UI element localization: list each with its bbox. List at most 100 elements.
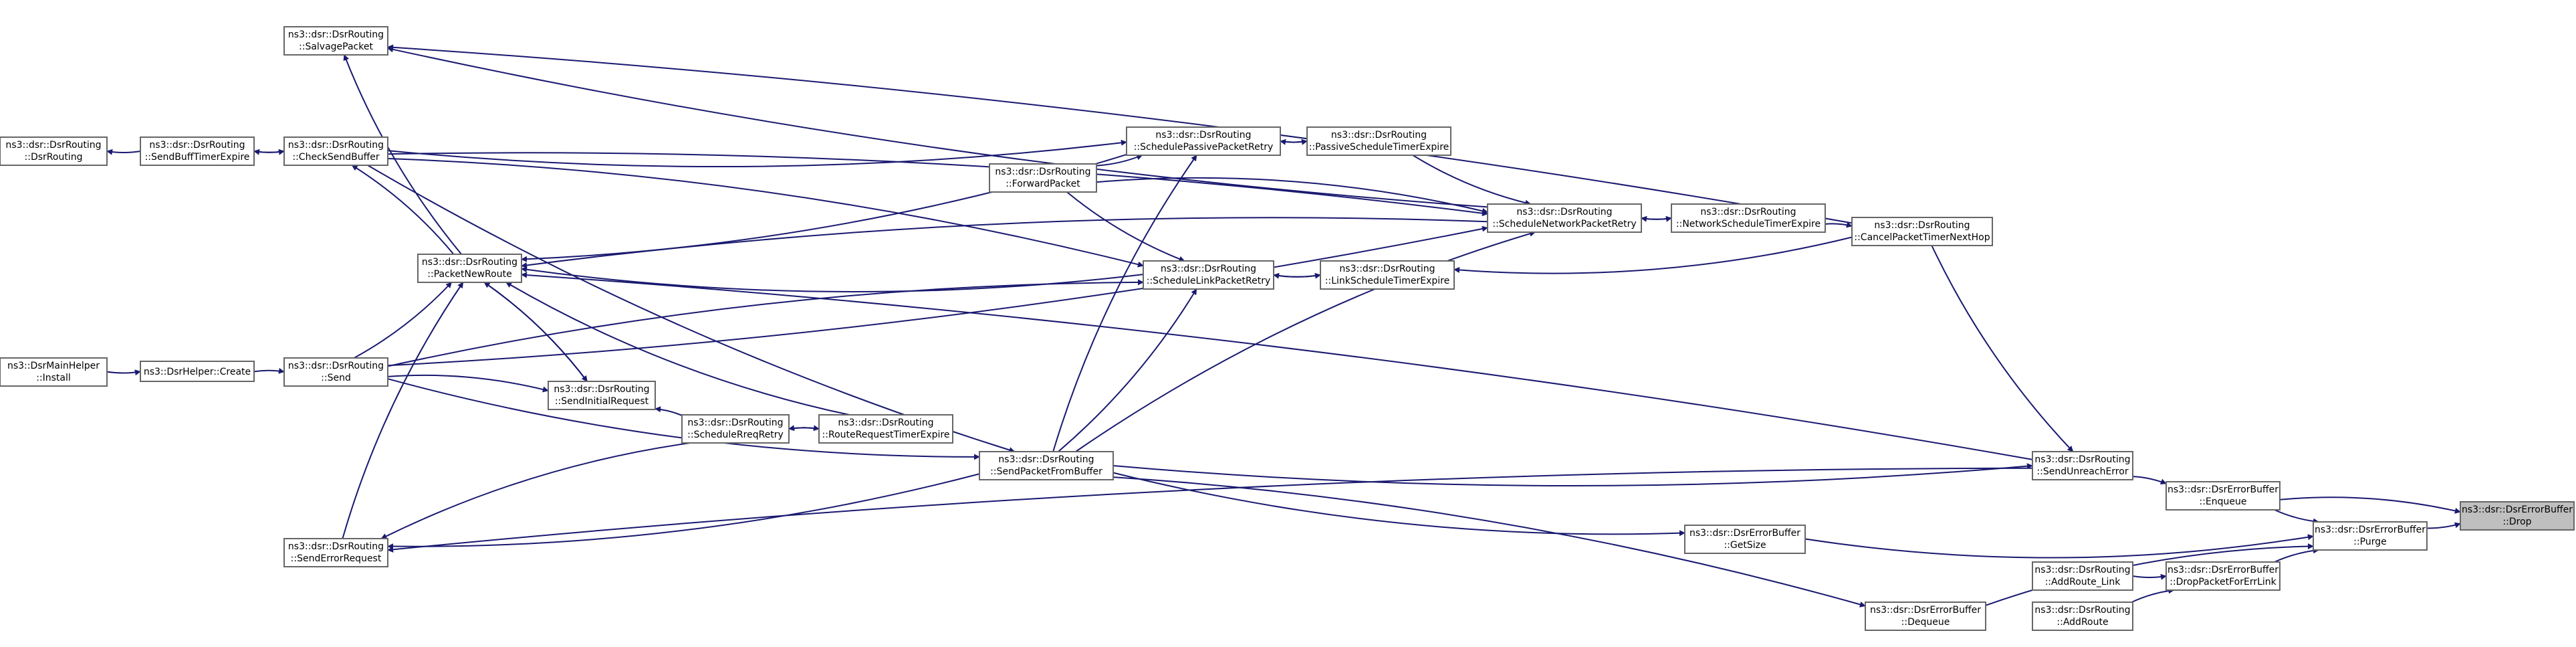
node-box[interactable]: [140, 361, 255, 382]
node-mainhelper[interactable]: ns3::DsrMainHelper::Install: [0, 357, 108, 387]
node-box[interactable]: [283, 357, 388, 387]
node-schedpassive[interactable]: ns3::dsr::DsrRouting::SchedulePassivePac…: [1126, 126, 1281, 156]
node-label: ::GetSize: [1724, 540, 1766, 551]
node-box[interactable]: [2460, 501, 2575, 531]
call-edge-forward-to-schedlink: [1066, 191, 1185, 262]
call-edge-passiveexpire-to-schednet: [1412, 155, 1532, 206]
call-edge-addroute-to-dropforerr: [2131, 587, 2175, 603]
node-pktnewroute[interactable]: ns3::dsr::DsrRouting::PacketNewRoute: [417, 254, 522, 283]
node-label: ::SendUnreachError: [2036, 466, 2128, 477]
node-label: ::CancelPacketTimerNextHop: [1854, 232, 1990, 243]
node-sendbufexpire[interactable]: ns3::dsr::DsrRouting::SendBuffTimerExpir…: [140, 136, 255, 166]
node-rreqexpire[interactable]: ns3::dsr::DsrRouting::RouteRequestTimerE…: [818, 414, 953, 444]
node-box[interactable]: [2032, 602, 2133, 631]
node-label: ns3::dsr::DsrRouting: [1155, 130, 1251, 141]
node-label: ns3::dsr::DsrErrorBuffer: [2168, 484, 2278, 495]
call-edge-pktnewroute-to-sendinitreq: [483, 282, 588, 382]
node-box[interactable]: [1320, 260, 1455, 290]
node-dropforerr[interactable]: ns3::dsr::DsrErrorBuffer::DropPacketForE…: [2165, 561, 2280, 591]
node-box[interactable]: [1851, 217, 1993, 246]
node-box[interactable]: [1865, 602, 1986, 631]
node-sendinitreq[interactable]: ns3::dsr::DsrRouting::SendInitialRequest: [548, 381, 656, 410]
node-sendunreach[interactable]: ns3::dsr::DsrRouting::SendUnreachError: [2032, 451, 2133, 480]
node-box[interactable]: [2313, 521, 2428, 551]
node-box[interactable]: [283, 136, 388, 166]
node-box[interactable]: [989, 163, 1097, 193]
node-label: ns3::dsr::DsrErrorBuffer: [1870, 605, 1981, 616]
node-box[interactable]: [0, 357, 108, 387]
node-box[interactable]: [1684, 525, 1806, 554]
node-box[interactable]: [283, 26, 388, 56]
node-label: ns3::dsr::DsrRouting: [1700, 207, 1796, 217]
node-box[interactable]: [2165, 561, 2280, 591]
node-getsize[interactable]: ns3::dsr::DsrErrorBuffer::GetSize: [1684, 525, 1806, 554]
call-edge-addroutelink-to-dropforerr: [2132, 573, 2167, 580]
node-salvage[interactable]: ns3::dsr::DsrRouting::SalvagePacket: [283, 26, 388, 56]
node-addroute[interactable]: ns3::dsr::DsrRouting::AddRoute: [2032, 602, 2133, 631]
node-label: ::Drop: [2502, 517, 2531, 527]
node-label: ns3::dsr::DsrErrorBuffer: [2315, 525, 2426, 535]
node-sendfrombuf[interactable]: ns3::dsr::DsrRouting::SendPacketFromBuff…: [979, 451, 1114, 480]
node-purge[interactable]: ns3::dsr::DsrErrorBuffer::Purge: [2313, 521, 2428, 551]
node-label: ns3::dsr::DsrRouting: [288, 541, 384, 552]
node-schednet[interactable]: ns3::dsr::DsrRouting::ScheduleNetworkPac…: [1487, 203, 1642, 233]
call-edge-netschedexpire-to-cancelpkt: [1825, 221, 1853, 228]
node-box[interactable]: [1671, 203, 1826, 233]
node-enqueue[interactable]: ns3::dsr::DsrErrorBuffer::Enqueue: [2165, 481, 2280, 511]
call-edge-pktnewroute-to-checksendbuf: [351, 165, 455, 255]
node-box[interactable]: [2165, 481, 2280, 511]
node-passiveexpire[interactable]: ns3::dsr::DsrRouting::PassiveScheduleTim…: [1306, 126, 1451, 156]
node-box[interactable]: [140, 136, 255, 166]
node-senderrreq[interactable]: ns3::dsr::DsrRouting::SendErrorRequest: [283, 538, 388, 567]
node-forward[interactable]: ns3::dsr::DsrRouting::ForwardPacket: [989, 163, 1097, 193]
node-label: ::SalvagePacket: [299, 41, 373, 52]
node-label: ns3::dsr::DsrRouting: [554, 384, 649, 395]
node-box[interactable]: [548, 381, 656, 410]
call-edge-schedrreq-to-senderrreq: [380, 442, 691, 539]
node-addroutelink[interactable]: ns3::dsr::DsrRouting::AddRoute_Link: [2032, 561, 2133, 591]
node-label: ::ScheduleLinkPacketRetry: [1147, 276, 1270, 286]
node-linkexpire[interactable]: ns3::dsr::DsrRouting::LinkScheduleTimerE…: [1320, 260, 1455, 290]
node-label: ns3::dsr::DsrRouting: [995, 167, 1090, 177]
call-edge-checksendbuf-to-schedlink: [387, 157, 1144, 268]
node-label: ::LinkScheduleTimerExpire: [1325, 276, 1449, 286]
node-box[interactable]: [2032, 561, 2133, 591]
node-schedlink[interactable]: ns3::dsr::DsrRouting::ScheduleLinkPacket…: [1143, 260, 1274, 290]
call-edge-dropforerr-to-purge: [2274, 547, 2319, 563]
node-label: ns3::dsr::DsrRouting: [288, 29, 384, 40]
call-edge-sendunreach-to-pktnewroute: [521, 272, 2033, 460]
node-box[interactable]: [283, 538, 388, 567]
node-box[interactable]: [681, 414, 790, 444]
node-label: ::AddRoute_Link: [2045, 577, 2121, 587]
call-edge-enqueue-to-purge: [2274, 509, 2319, 525]
call-edge-checksendbuf-to-schedpassive: [387, 139, 1127, 168]
node-helpercreate[interactable]: ns3::DsrHelper::Create: [140, 361, 255, 382]
node-box[interactable]: [2032, 451, 2133, 480]
node-label: ns3::dsr::DsrRouting: [838, 418, 933, 428]
node-box[interactable]: [1306, 126, 1451, 156]
node-dequeue[interactable]: ns3::dsr::DsrErrorBuffer::Dequeue: [1865, 602, 1986, 631]
node-label: ::Install: [36, 373, 71, 383]
node-box[interactable]: [1487, 203, 1642, 233]
node-box[interactable]: [0, 136, 108, 166]
node-schedrreq[interactable]: ns3::dsr::DsrRouting::ScheduleRreqRetry: [681, 414, 790, 444]
node-dsrrouting[interactable]: ns3::dsr::DsrRouting::DsrRouting: [0, 136, 108, 166]
node-label: ::SendBuffTimerExpire: [145, 152, 250, 163]
node-send[interactable]: ns3::dsr::DsrRouting::Send: [283, 357, 388, 387]
node-label: ns3::dsr::DsrErrorBuffer: [2462, 504, 2573, 515]
node-drop[interactable]: ns3::dsr::DsrErrorBuffer::Drop: [2460, 501, 2575, 531]
node-box[interactable]: [818, 414, 953, 444]
node-netschedexpire[interactable]: ns3::dsr::DsrRouting::NetworkScheduleTim…: [1671, 203, 1826, 233]
node-label: ::PacketNewRoute: [427, 269, 511, 280]
call-edge-sendfrombuf-to-sendunreach: [1113, 463, 2033, 486]
node-cancelpkt[interactable]: ns3::dsr::DsrRouting::CancelPacketTimerN…: [1851, 217, 1993, 246]
call-edge-schedlink-to-linkexpire: [1273, 272, 1321, 279]
node-box[interactable]: [979, 451, 1114, 480]
node-box[interactable]: [1126, 126, 1281, 156]
node-label: ns3::dsr::DsrRouting: [1874, 220, 1970, 231]
node-checksendbuf[interactable]: ns3::dsr::DsrRouting::CheckSendBuffer: [283, 136, 388, 166]
node-box[interactable]: [1143, 260, 1274, 290]
node-box[interactable]: [417, 254, 522, 283]
node-label: ::Purge: [2353, 537, 2387, 547]
